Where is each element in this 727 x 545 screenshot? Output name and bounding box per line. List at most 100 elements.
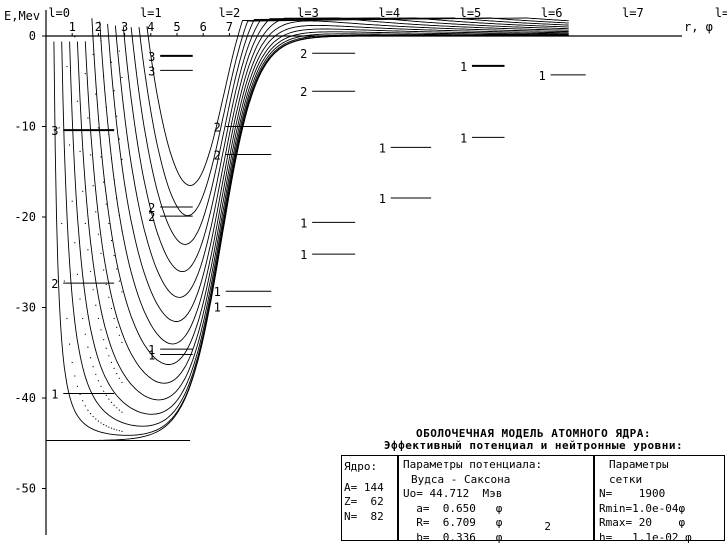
- tail-dot: [114, 428, 115, 429]
- tail-dot: [114, 405, 115, 406]
- tail-dot: [93, 366, 94, 367]
- energy-levels: [63, 53, 585, 393]
- tail-dot: [119, 409, 120, 410]
- l-label: l=: [715, 6, 727, 20]
- potential-curve: [147, 18, 569, 186]
- level-label: 1: [379, 192, 386, 206]
- grid-box: Параметры сетки N= 1900 Rmin=1.0e-04φ Rm…: [594, 455, 725, 541]
- tail-dot: [103, 339, 104, 340]
- tail-dot: [119, 378, 120, 379]
- tail-dot: [64, 280, 65, 281]
- nucleus-A: A= 144: [344, 481, 395, 496]
- tail-dot: [119, 430, 120, 431]
- panel-title: ОБОЛОЧЕЧНАЯ МОДЕЛЬ АТОМНОГО ЯДРА: Эффект…: [340, 428, 727, 452]
- tail-dot: [59, 127, 60, 128]
- tail-dot: [95, 211, 96, 212]
- l-label: l=1: [140, 6, 162, 20]
- tail-dot: [103, 391, 104, 392]
- potential-box: Параметры потенциала: Вудса - Саксона Uo…: [398, 455, 594, 541]
- x-tick-label: 4: [147, 20, 154, 34]
- tail-dot: [100, 386, 101, 387]
- tail-dot: [93, 289, 94, 290]
- tail-dot: [111, 240, 112, 241]
- tail-dot: [90, 357, 91, 358]
- tail-dot: [69, 344, 70, 345]
- potential-curve: [131, 18, 569, 245]
- grid-header1: Параметры: [599, 458, 720, 473]
- level-label: 1: [300, 248, 307, 262]
- x-tick-label: 7: [226, 20, 233, 34]
- tail-dot: [93, 185, 94, 186]
- tail-dot: [111, 402, 112, 403]
- level-label: 3: [51, 124, 58, 138]
- tail-dot: [61, 223, 62, 224]
- level-label: 1: [214, 301, 221, 315]
- tail-dot: [111, 308, 112, 309]
- potential-curve: [139, 18, 569, 216]
- tail-dot: [87, 409, 88, 410]
- panel-title-line2: Эффективный потенциал и нейтронные уровн…: [340, 440, 727, 452]
- tail-dot: [100, 422, 101, 423]
- tail-dot: [93, 416, 94, 417]
- tail-dot: [77, 101, 78, 102]
- tail-dot: [85, 223, 86, 224]
- tail-dot: [121, 412, 122, 413]
- tail-dot: [100, 156, 101, 157]
- nucleus-box: Ядро: A= 144 Z= 62 N= 82: [341, 455, 398, 541]
- tail-dot: [111, 428, 112, 429]
- l-label: l=7: [622, 6, 644, 20]
- tail-dot: [108, 297, 109, 298]
- tail-dot: [106, 204, 107, 205]
- tail-dot: [72, 362, 73, 363]
- tail-dot: [90, 271, 91, 272]
- tail-dot: [85, 334, 86, 335]
- potential-R: R= 6.709 φ: [403, 516, 589, 531]
- level-label: 1: [51, 387, 58, 401]
- tail-dot: [95, 305, 96, 306]
- tail-dot: [95, 418, 96, 419]
- potential-b: b= 0.336 φ: [403, 531, 589, 545]
- level-label: 3: [148, 50, 155, 64]
- tail-dot: [77, 274, 78, 275]
- tail-dot: [74, 242, 75, 243]
- tail-dot: [106, 284, 107, 285]
- x-tick-label: 2: [95, 20, 102, 34]
- l-label: l=6: [541, 6, 563, 20]
- level-label: 2: [214, 149, 221, 163]
- grid-header2: сетки: [599, 473, 720, 488]
- l-label: l=4: [378, 6, 400, 20]
- potential-extra-label: 2: [544, 520, 551, 535]
- l-label: l=2: [219, 6, 241, 20]
- tail-dot: [66, 66, 67, 67]
- tail-dot: [90, 413, 91, 414]
- l-label: l=3: [297, 6, 319, 20]
- level-label: 1: [148, 349, 155, 363]
- tail-dot: [108, 426, 109, 427]
- tail-dot: [111, 362, 112, 363]
- tail-dot: [100, 329, 101, 330]
- tail-dot: [66, 318, 67, 319]
- tail-dot: [100, 253, 101, 254]
- potential-header: Параметры потенциала:: [403, 458, 589, 473]
- nucleus-Z: Z= 62: [344, 495, 395, 510]
- tail-dot: [119, 335, 120, 336]
- tail-dot: [121, 382, 122, 383]
- tail-dot: [72, 201, 73, 202]
- tail-dot: [121, 431, 122, 432]
- y-tick-label: -10: [14, 120, 36, 134]
- tail-dot: [98, 234, 99, 235]
- tail-dot: [116, 116, 117, 117]
- potential-curve: [85, 29, 568, 383]
- tail-dot: [119, 138, 120, 139]
- tail-dot: [82, 318, 83, 319]
- tail-dot: [116, 407, 117, 408]
- level-label: 1: [460, 131, 467, 145]
- tail-dot: [85, 405, 86, 406]
- level-label: 1: [214, 285, 221, 299]
- level-label: 2: [148, 210, 155, 224]
- grid-Rmin: Rmin=1.0e-04φ: [599, 502, 720, 517]
- tail-dot: [69, 144, 70, 145]
- potential-curve: [100, 21, 569, 344]
- tail-dot: [79, 298, 80, 299]
- level-label: 1: [460, 60, 467, 74]
